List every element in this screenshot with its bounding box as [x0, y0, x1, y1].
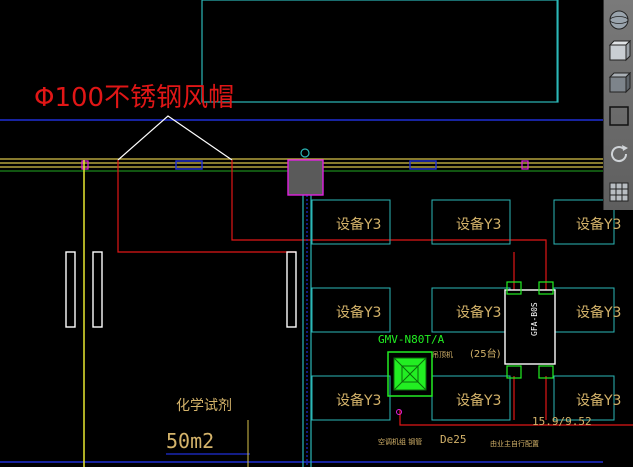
- grille-label: 设备Y3: [576, 216, 621, 233]
- vent-cap-label: Φ100不锈钢风帽: [34, 83, 234, 113]
- panel-view-icon[interactable]: [607, 104, 631, 128]
- ac-unit-count: (25台): [470, 347, 501, 360]
- grid-view-icon[interactable]: [607, 180, 631, 204]
- room-name: 化学试剂: [176, 398, 232, 414]
- pipe-de-label: De25: [440, 433, 467, 446]
- grille-label: 设备Y3: [576, 392, 621, 409]
- view-toolbar: [603, 0, 633, 210]
- grille-label: 设备Y3: [576, 304, 621, 321]
- rotate-icon[interactable]: [607, 142, 631, 166]
- grille-label: 设备Y3: [336, 392, 381, 409]
- pipe-shaft: [302, 195, 312, 467]
- pipe-size-label: 15.9/9.52: [532, 415, 592, 428]
- grille-label: 设备Y3: [336, 304, 381, 321]
- grille-label: 设备Y3: [456, 392, 501, 409]
- sphere-icon[interactable]: [607, 8, 631, 32]
- room-area: 50m2: [166, 429, 214, 453]
- room-outline-top: [201, 0, 559, 103]
- ac-cassette-unit[interactable]: [387, 351, 433, 397]
- ac-unit-small-label: 吊顶机: [432, 350, 453, 359]
- duct-red-lines: [117, 160, 633, 426]
- grille-label: 设备Y3: [336, 216, 381, 233]
- box-view-icon[interactable]: [607, 72, 631, 96]
- vent-cap-box: [287, 159, 324, 196]
- grille-label: 设备Y3: [456, 216, 501, 233]
- door-panels: [65, 251, 297, 328]
- beam-markers: [81, 160, 529, 170]
- outdoor-unit-label: GFA-B0S: [530, 302, 539, 336]
- vent-cap-symbol: [117, 115, 233, 161]
- note-pipes: 空调机组 钢管: [378, 437, 422, 446]
- vent-cap-circle: [300, 148, 310, 158]
- ac-unit-model: GMV-N80T/A: [378, 333, 445, 346]
- view-cube-icon[interactable]: [607, 40, 631, 64]
- note-owner: 由业主自行配置: [490, 439, 539, 448]
- pipe-junction-marker: [396, 409, 402, 415]
- outdoor-unit[interactable]: GFA-B0S: [504, 281, 556, 379]
- grille-label: 设备Y3: [456, 304, 501, 321]
